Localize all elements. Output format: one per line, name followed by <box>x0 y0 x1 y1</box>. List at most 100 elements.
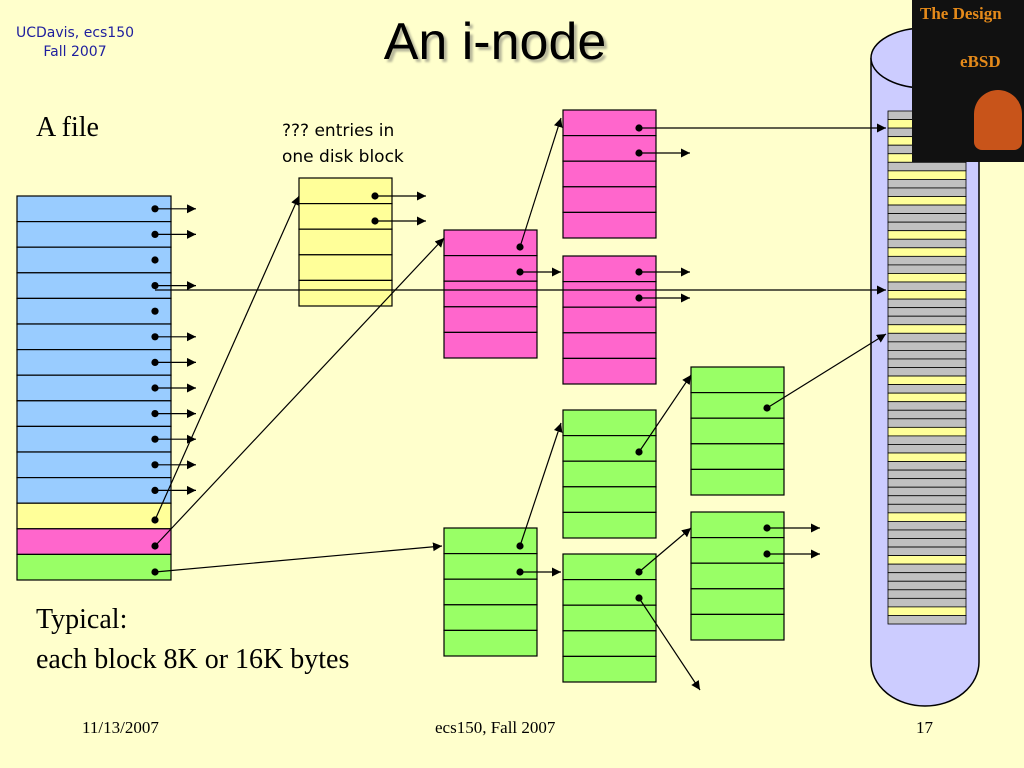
disk-block <box>887 358 967 368</box>
inode-row-double-indirect <box>16 528 172 555</box>
single-indirect-block-row <box>298 228 393 256</box>
typical-line-2: each block 8K or 16K bytes <box>36 644 350 675</box>
course-label: UCDavis, ecs150 Fall 2007 <box>10 24 140 62</box>
disk-block <box>887 495 967 505</box>
pointer-dot <box>516 243 524 251</box>
pointer-dot <box>151 486 159 494</box>
pointer-dot <box>151 205 159 213</box>
inode-row-direct <box>16 400 172 427</box>
disk-block <box>887 503 967 514</box>
disk-block <box>887 204 967 215</box>
disk-block <box>887 615 967 625</box>
course-line-2: Fall 2007 <box>43 44 107 60</box>
triple-indirect-l2-a-row <box>562 511 657 539</box>
pointer-dot <box>763 550 771 558</box>
inode-row-direct <box>16 221 172 248</box>
pointer-arrow <box>519 422 563 547</box>
disk-block <box>887 273 967 283</box>
double-indirect-leaf-b-row <box>562 357 657 385</box>
triple-indirect-block-row <box>443 629 538 657</box>
pointer-dot <box>635 568 643 576</box>
pointer-dot <box>151 333 159 341</box>
triple-indirect-l3-b-row <box>690 588 785 615</box>
disk-block <box>887 178 967 189</box>
double-indirect-block-row <box>443 229 538 257</box>
disk-block <box>887 572 967 582</box>
disk-block <box>887 307 967 317</box>
disk-block <box>887 529 967 539</box>
disk-block <box>887 187 967 197</box>
disk-block <box>887 324 967 334</box>
triple-indirect-l2-b-row <box>562 578 657 606</box>
book-cover-subtitle: eBSD <box>960 52 1001 71</box>
disk-block <box>887 247 967 257</box>
disk-block <box>887 213 967 223</box>
disk-block <box>887 281 967 291</box>
pointer-dot <box>635 268 643 276</box>
pointer-dot <box>371 217 379 225</box>
typical-line-1: Typical: <box>36 604 128 635</box>
footer-course: ecs150, Fall 2007 <box>435 718 556 737</box>
footer-page-number: 17 <box>916 718 933 737</box>
triple-indirect-l2-b-row <box>562 553 657 581</box>
disk-block <box>887 221 967 232</box>
pointer-dot <box>151 384 159 392</box>
inode-row-single-indirect <box>16 502 172 530</box>
disk-block <box>887 597 967 608</box>
disk-block <box>887 375 967 385</box>
pointer-dot <box>151 461 159 469</box>
pointer-dot <box>763 404 771 412</box>
double-indirect-leaf-b-row <box>562 281 657 308</box>
triple-indirect-l2-b-row <box>562 604 657 632</box>
single-indirect-pointer <box>154 195 300 521</box>
disk-block <box>887 384 967 394</box>
disk-block <box>887 161 967 172</box>
pointer-dot <box>371 192 379 200</box>
disk-block <box>887 332 967 343</box>
triple-indirect-block-row <box>443 527 538 555</box>
disk-block <box>887 196 967 206</box>
disk-block <box>887 538 967 548</box>
pointer-dot <box>635 294 643 302</box>
disk-block <box>887 555 967 565</box>
double-indirect-leaf-b-row <box>562 306 657 334</box>
triple-indirect-l2-a-row <box>562 460 657 488</box>
double-indirect-pointer <box>154 237 445 547</box>
pointer-dot <box>151 410 159 418</box>
triple-indirect-l3-b-row <box>690 536 785 564</box>
entries-line-1: ??? entries in <box>282 121 395 141</box>
triple-indirect-l2-a-row <box>562 409 657 437</box>
pointer-dot <box>151 307 159 315</box>
data-block-arrow <box>766 333 887 409</box>
triple-indirect-l3-a-row <box>690 443 785 470</box>
disk-block <box>887 392 967 403</box>
pointer-dot <box>763 524 771 532</box>
book-cover-title: The Design <box>920 4 1002 23</box>
pointer-dot <box>151 230 159 238</box>
pointer-dot <box>151 516 159 524</box>
pointer-dot <box>151 256 159 264</box>
disk-block <box>887 238 967 249</box>
disk-block <box>887 341 967 351</box>
book-cover-image: The Design eBSD <box>912 0 1024 162</box>
triple-indirect-l3-b-row <box>690 511 785 539</box>
triple-indirect-block-row <box>443 578 538 606</box>
disk-block <box>887 418 967 428</box>
pointer-dot <box>151 542 159 550</box>
disk-block <box>887 580 967 591</box>
disk-block <box>887 546 967 556</box>
pointer-arrow <box>638 527 692 573</box>
daemon-figure <box>974 90 1022 150</box>
triple-indirect-block-row <box>443 552 538 580</box>
entries-line-2: one disk block <box>282 147 404 167</box>
disk-block <box>887 478 967 488</box>
disk-block <box>887 409 967 420</box>
disk-block <box>887 230 967 240</box>
triple-indirect-l3-a-row <box>690 366 785 394</box>
double-indirect-leaf-a-row <box>562 186 657 214</box>
disk-block <box>887 315 967 326</box>
single-indirect-block-row <box>298 203 393 230</box>
slide-title: An i-node <box>383 13 607 71</box>
triple-indirect-l2-b-row <box>562 655 657 683</box>
a-file-label: A file <box>36 112 99 143</box>
